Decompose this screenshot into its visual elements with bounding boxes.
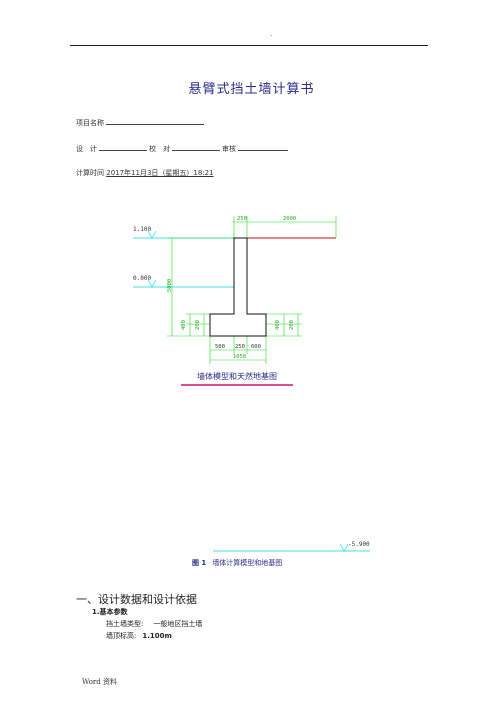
design-label: 设 计: [76, 145, 97, 153]
dimension-lines: [167, 216, 337, 364]
dim-base-total: 1050: [233, 354, 246, 360]
review-label: 审核: [222, 145, 236, 153]
dim-stem-width: 250: [237, 216, 247, 222]
param-row: 挡土墙类型: 一般地区挡土墙: [106, 619, 202, 629]
dim-wall-height: 5000: [167, 279, 173, 292]
param-label: 墙顶标高:: [106, 632, 137, 640]
dim-base-stem: 250: [235, 344, 245, 350]
section-title: 一、设计数据和设计依据: [76, 593, 197, 606]
dim-heel-h1: 400: [275, 320, 281, 330]
section-subtitle: 1.基本参数: [92, 608, 128, 616]
dim-toe-h1: 400: [181, 320, 187, 330]
ground-level-marker: [147, 279, 157, 288]
figure-caption-no: 图 1: [192, 559, 207, 567]
param-row: 墙顶标高: 1.100m: [106, 631, 172, 641]
footer-text: Word 资料: [82, 678, 117, 686]
dim-heel-h2: 200: [289, 320, 295, 330]
calc-time-value: 2017年11月3日（星期五）18:21: [106, 169, 214, 177]
check-blank: [172, 143, 220, 151]
review-blank: [238, 143, 288, 151]
calc-time-row: 计算时间 2017年11月3日（星期五）18:21: [76, 168, 214, 178]
param-label: 挡土墙类型:: [106, 620, 144, 628]
figure-caption-text: 墙体计算模型和地基图: [212, 559, 283, 567]
calc-time-label: 计算时间: [76, 169, 104, 177]
dim-backfill-width: 2000: [283, 216, 296, 222]
project-name-label: 项目名称: [76, 119, 104, 127]
dim-heel-len: 600: [251, 344, 261, 350]
bottom-level-marker: [339, 543, 349, 552]
project-name-row: 项目名称: [76, 117, 206, 128]
figure-caption: 图 1 墙体计算模型和地基图: [192, 558, 282, 568]
document-title: 悬臂式挡土墙计算书: [188, 82, 315, 97]
design-blank: [99, 143, 147, 151]
wall-outline: [209, 237, 267, 337]
dim-toe-len: 500: [215, 344, 225, 350]
elevation-ground-label: 0.000: [133, 275, 151, 282]
param-value: 一般地区挡土墙: [153, 620, 203, 628]
signoff-row: 设 计 校 对 审核: [76, 143, 290, 154]
top-level-marker: [147, 230, 157, 239]
check-label: 校 对: [149, 145, 170, 153]
dim-toe-h2: 200: [195, 320, 201, 330]
param-value: 1.100m: [142, 632, 172, 640]
elevation-top-label: 1.100: [133, 226, 151, 233]
header-rule: [70, 45, 428, 46]
elevation-bottom-label: -5.900: [348, 541, 370, 548]
project-name-blank: [106, 117, 204, 125]
header-mark: .: [270, 30, 273, 38]
drawing-caption: 墙体模型和天然地基图: [197, 371, 277, 381]
